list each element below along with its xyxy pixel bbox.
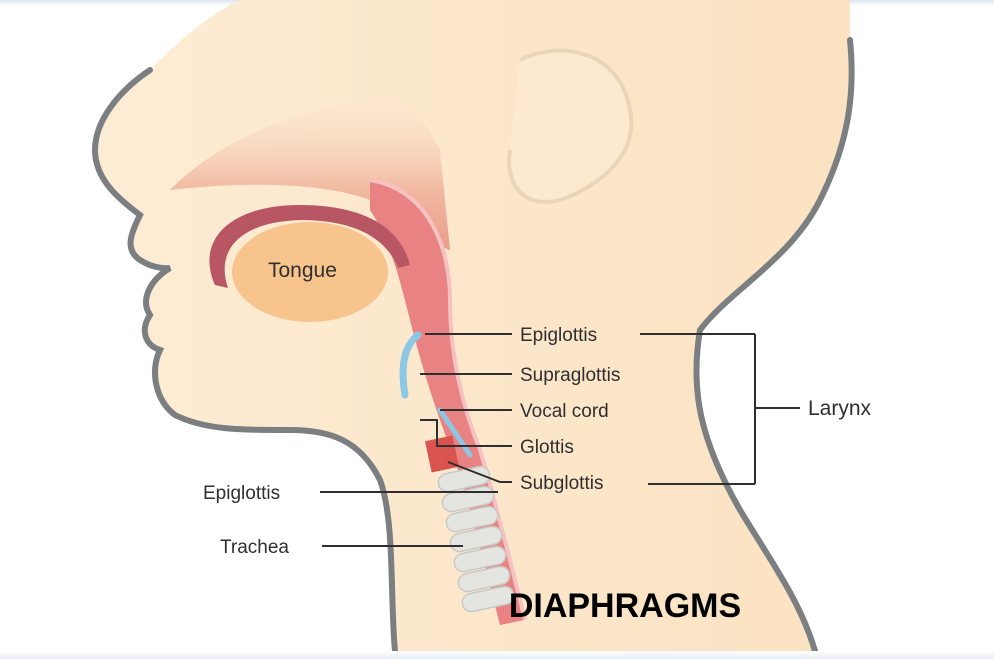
- label-supraglottis: Supraglottis: [520, 365, 620, 386]
- bottom-border: [0, 651, 994, 659]
- label-epiglottis-left: Epiglottis: [203, 483, 280, 504]
- label-larynx: Larynx: [808, 397, 872, 420]
- label-tongue: Tongue: [268, 259, 337, 282]
- label-epiglottis-right: Epiglottis: [520, 325, 597, 346]
- label-glottis: Glottis: [520, 437, 574, 458]
- caption-title: DIAPHRAGMS: [0, 587, 994, 626]
- label-subglottis: Subglottis: [520, 473, 603, 494]
- label-vocal-cord: Vocal cord: [520, 401, 609, 422]
- label-trachea: Trachea: [220, 537, 289, 558]
